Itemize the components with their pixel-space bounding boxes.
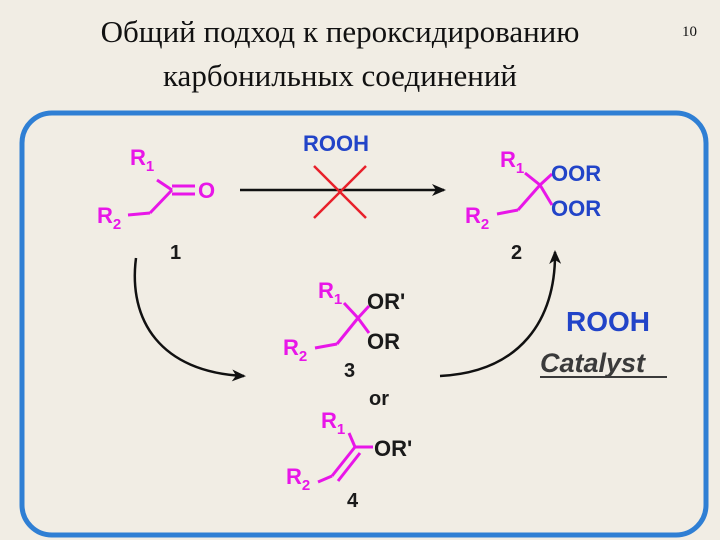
- compound-1: R1 R2 O 1: [97, 145, 215, 264]
- compound-4: R1 R2 OR' 4: [286, 408, 412, 512]
- compound-4-r1: R1: [321, 408, 345, 438]
- compound-1-bonds: [127, 178, 174, 217]
- compound-2-oor-bottom: OOR: [551, 196, 601, 221]
- right-curved-arrow: [439, 250, 562, 378]
- compound-4-bonds: [317, 432, 373, 484]
- compound-3-r1: R1: [318, 278, 342, 308]
- compound-4-double-bond-b: [336, 452, 362, 482]
- compound-3-or: OR: [367, 329, 400, 354]
- compound-1-r1: R1: [130, 145, 154, 175]
- compound-1-r2: R2: [97, 203, 121, 233]
- compound-1-oxygen: O: [198, 178, 215, 203]
- or-label: or: [369, 388, 389, 410]
- compound-2-oor-top: OOR: [551, 161, 601, 186]
- compound-4-r2: R2: [286, 464, 310, 494]
- compound-3: R1 R2 OR' OR 3: [283, 278, 405, 382]
- left-curved-arrow: [133, 257, 246, 382]
- compound-4-orprime: OR': [374, 436, 412, 461]
- catalyst-label: Catalyst: [540, 348, 646, 378]
- title-line-1: Общий подход к пероксидированию: [100, 14, 580, 49]
- scheme-frame: [19, 110, 709, 538]
- compound-4-double-bond-a: [330, 446, 357, 477]
- compound-3-number: 3: [344, 360, 355, 382]
- compound-1-number: 1: [170, 242, 181, 264]
- compound-2-r2: R2: [465, 203, 489, 233]
- page-number: 10: [682, 24, 697, 40]
- top-reagent-label: ROOH: [303, 131, 369, 156]
- compound-2-r1: R1: [500, 147, 524, 177]
- title-line-2: карбонильных соединений: [162, 58, 518, 93]
- compound-2: R1 R2 OOR OOR 2: [465, 147, 601, 264]
- compound-4-number: 4: [347, 490, 359, 512]
- compound-3-orprime: OR': [367, 289, 405, 314]
- compound-3-bonds: [314, 301, 371, 350]
- compound-2-number: 2: [511, 242, 522, 264]
- compound-2-bonds: [496, 171, 554, 216]
- catalyst-reagent-label: ROOH: [566, 306, 650, 337]
- compound-3-r2: R2: [283, 335, 307, 365]
- cross-line-b: [313, 165, 367, 219]
- slide-title: Общий подход к пероксидированию карбонил…: [30, 10, 650, 98]
